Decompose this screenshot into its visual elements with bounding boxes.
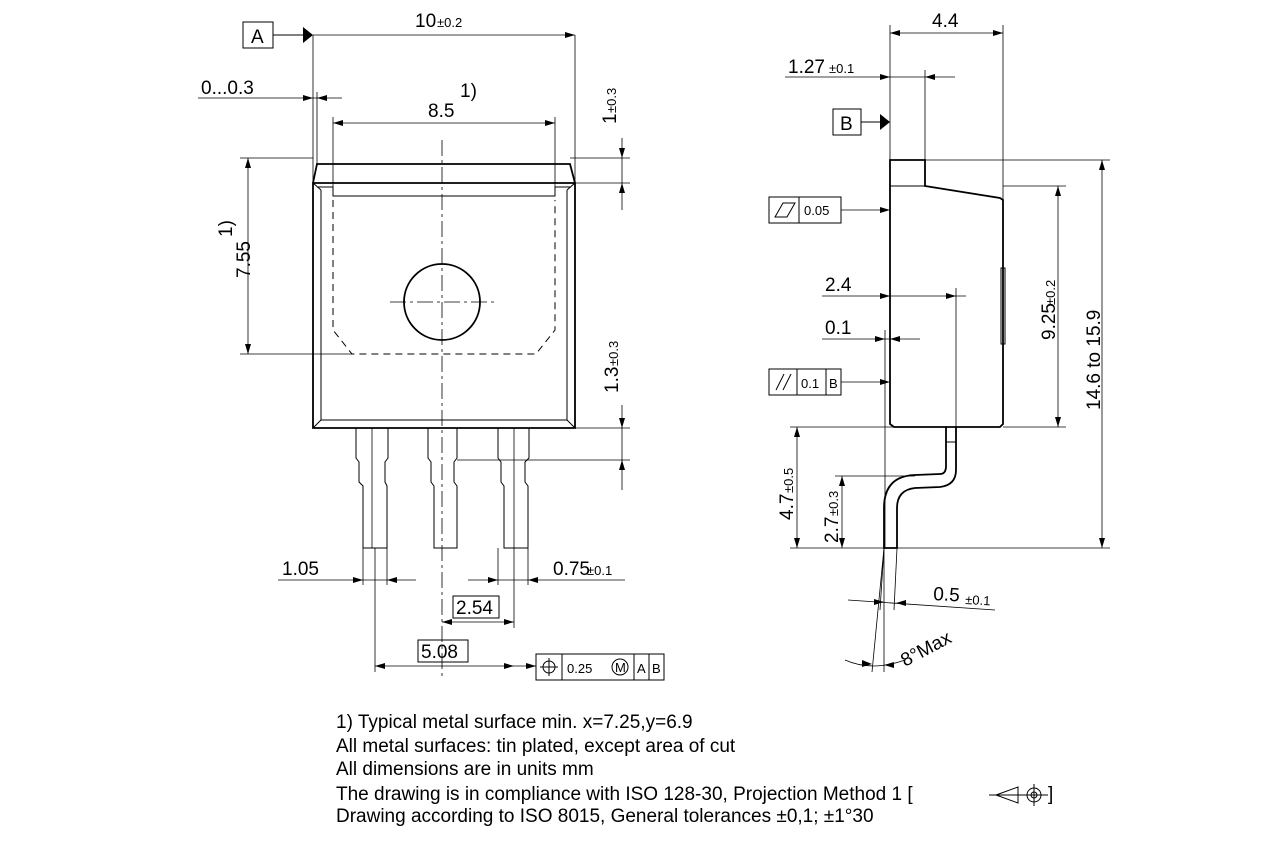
note-2: All metal surfaces: tin plated, except a… bbox=[336, 736, 736, 757]
note-4: The drawing is in compliance with ISO 12… bbox=[336, 784, 913, 805]
datum-a-label: A bbox=[251, 27, 264, 48]
notes: 1) Typical metal surface min. x=7.25,y=6… bbox=[336, 712, 1053, 827]
dim-angle: 8°Max bbox=[897, 627, 955, 671]
datum-b-label: B bbox=[840, 114, 853, 135]
datum-a-arrow bbox=[303, 27, 313, 43]
flatness-tolerance-frame: 0.05 bbox=[768, 196, 890, 224]
svg-text:0.25: 0.25 bbox=[567, 661, 592, 676]
dim-width-main-tol: ±0.2 bbox=[437, 15, 462, 30]
dim-foot-thickness-tol: ±0.1 bbox=[965, 592, 991, 608]
dim-tab-thickness: 1.27 bbox=[788, 57, 825, 78]
svg-text:B: B bbox=[829, 376, 838, 391]
dim-body-height: 9.25 bbox=[1039, 303, 1060, 340]
front-body-outline bbox=[312, 182, 576, 429]
dim-pitch: 2.54 bbox=[456, 598, 493, 619]
dim-span-box bbox=[417, 639, 469, 663]
dim-01: 0.1 bbox=[825, 318, 851, 339]
side-body-outline bbox=[889, 159, 1004, 428]
dim-span: 5.08 bbox=[421, 642, 458, 663]
dim-offset: 0...0.3 bbox=[201, 78, 254, 99]
dim-height: 7.55 bbox=[234, 241, 255, 278]
note-5: Drawing according to ISO 8015, General t… bbox=[336, 806, 874, 827]
svg-text:0.05: 0.05 bbox=[804, 203, 829, 218]
flatness-symbol-icon bbox=[774, 202, 796, 218]
parallelism-tolerance-frame: 0.1 B bbox=[768, 368, 890, 396]
svg-text:A: A bbox=[637, 661, 646, 676]
parallelism-symbol-icon bbox=[775, 373, 792, 391]
projection-method-icon bbox=[989, 784, 1048, 806]
dim-pitch-box bbox=[452, 595, 500, 619]
side-view: B 4.4 1.27 ±0.1 0.05 9 bbox=[768, 11, 1110, 673]
footnote-marker-left: 1) bbox=[216, 220, 237, 237]
datum-b-arrow bbox=[880, 114, 890, 130]
svg-text:B: B bbox=[652, 661, 661, 676]
position-symbol-icon bbox=[540, 658, 558, 676]
front-lead-right bbox=[497, 428, 530, 549]
note-4-suffix: ] bbox=[1048, 784, 1053, 805]
dim-24: 2.4 bbox=[825, 275, 852, 296]
dim-width-main: 10 bbox=[415, 11, 436, 32]
dim-foot-length: 2.7 bbox=[822, 517, 843, 543]
dim-tab-h: 1 bbox=[600, 113, 621, 124]
note-3: All dimensions are in units mm bbox=[336, 759, 594, 780]
dim-foot-thickness: 0.5 bbox=[933, 584, 960, 606]
dim-lead-gap: 1.3 bbox=[602, 367, 623, 393]
front-lead-left bbox=[355, 428, 389, 549]
front-tab bbox=[312, 163, 576, 184]
dim-lead-thickness: 0.75 bbox=[553, 559, 590, 580]
dim-lead-length-tol: ±0.5 bbox=[781, 468, 796, 493]
dim-lead-width: 1.05 bbox=[282, 559, 319, 580]
dim-lead-gap-tol: ±0.3 bbox=[606, 341, 621, 366]
position-tolerance-frame: 0.25 M A B bbox=[535, 653, 665, 681]
dim-body-height-tol: ±0.2 bbox=[1043, 280, 1058, 305]
svg-text:M: M bbox=[615, 660, 626, 675]
metal-surface-outline bbox=[332, 200, 556, 355]
side-lead bbox=[883, 427, 957, 549]
front-view: A 10 ±0.2 0...0.3 1) 8.5 1 ±0.3 bbox=[198, 11, 665, 681]
dim-depth: 4.4 bbox=[932, 11, 959, 32]
svg-text:0.1: 0.1 bbox=[801, 376, 819, 391]
dim-foot-length-tol: ±0.3 bbox=[826, 491, 841, 516]
note-1: 1) Typical metal surface min. x=7.25,y=6… bbox=[336, 712, 693, 733]
dim-tab-thickness-tol: ±0.1 bbox=[829, 61, 854, 76]
dim-lead-thickness-tol: ±0.1 bbox=[587, 563, 612, 578]
dim-tab-h-tol: ±0.3 bbox=[604, 88, 619, 113]
footnote-marker-top: 1) bbox=[460, 81, 477, 102]
dim-inner-width: 8.5 bbox=[428, 101, 454, 122]
front-lead-center bbox=[427, 428, 458, 549]
dim-lead-length: 4.7 bbox=[777, 494, 798, 520]
dim-total-height: 14.6 to 15.9 bbox=[1084, 310, 1105, 410]
